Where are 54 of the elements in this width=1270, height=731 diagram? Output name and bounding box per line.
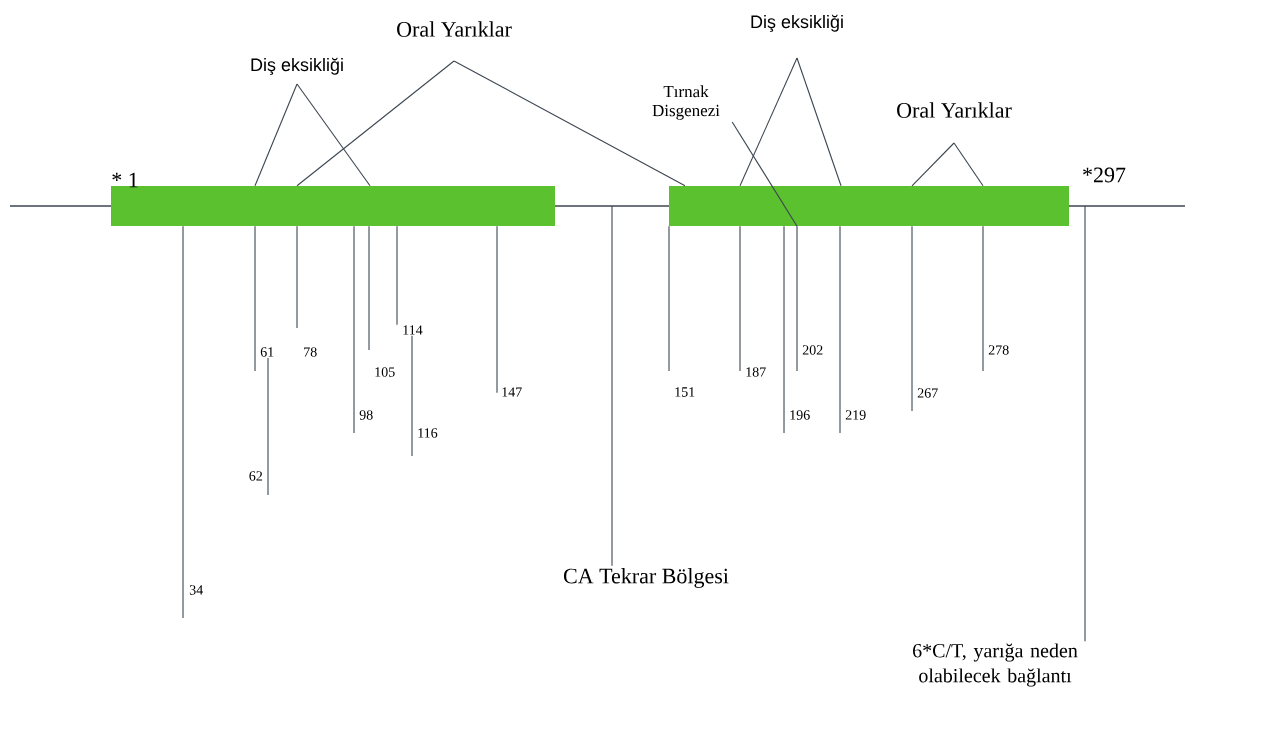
position-number: 116 <box>418 428 438 438</box>
exon-bar <box>669 186 1069 226</box>
leader-line <box>496 225 498 394</box>
leader-line <box>254 83 298 187</box>
leader-line <box>796 225 798 372</box>
phenotype-label: Diş eksikliği <box>751 14 843 32</box>
position-number: 187 <box>746 367 766 377</box>
phenotype-label: Oral Yarıklar <box>897 102 1012 118</box>
position-number: 34 <box>189 585 203 595</box>
leader-line <box>368 225 370 351</box>
leader-line <box>296 60 455 187</box>
region-label: CA Tekrar Bölgesi <box>564 568 729 588</box>
phenotype-label: Tırnak Disgenezi <box>652 85 720 120</box>
position-number: 61 <box>260 347 274 357</box>
position-number: 98 <box>359 410 373 420</box>
position-number: 151 <box>675 387 695 397</box>
position-number: 267 <box>917 388 938 398</box>
leader-line <box>739 225 741 372</box>
position-number: 196 <box>790 410 810 420</box>
position-marker: * 1 <box>112 172 138 188</box>
leader-line <box>911 142 955 187</box>
leader-line <box>296 83 371 187</box>
leader-line <box>731 121 798 227</box>
leader-line <box>796 57 842 187</box>
leader-line <box>396 225 398 326</box>
leader-line <box>296 225 298 329</box>
position-number: 114 <box>403 325 423 335</box>
leader-line <box>839 225 841 434</box>
leader-line <box>1084 205 1086 642</box>
position-number: 78 <box>304 347 317 357</box>
leader-line <box>267 357 269 496</box>
position-marker: *297 <box>1083 167 1126 183</box>
leader-line <box>254 225 256 372</box>
leader-line <box>783 225 785 434</box>
leader-line <box>453 60 686 187</box>
position-number: 147 <box>502 387 522 397</box>
exon-bar <box>111 186 555 226</box>
region-label: 6*C/T, yarığa neden olabilecek bağlantı <box>913 643 1078 687</box>
leader-line <box>353 225 355 434</box>
phenotype-label: Diş eksikliği <box>251 57 343 75</box>
position-number: 219 <box>845 410 866 420</box>
position-number: 202 <box>802 345 823 355</box>
leader-line <box>611 205 613 567</box>
leader-line <box>182 225 184 619</box>
position-number: 105 <box>375 367 395 377</box>
position-number: 62 <box>249 471 263 481</box>
position-number: 278 <box>988 345 1009 355</box>
leader-line <box>739 57 798 187</box>
leader-line <box>953 142 984 187</box>
phenotype-label: Oral Yarıklar <box>397 21 512 37</box>
leader-line <box>668 225 670 372</box>
leader-line <box>911 225 913 412</box>
leader-line <box>982 225 984 372</box>
leader-line <box>411 335 413 457</box>
